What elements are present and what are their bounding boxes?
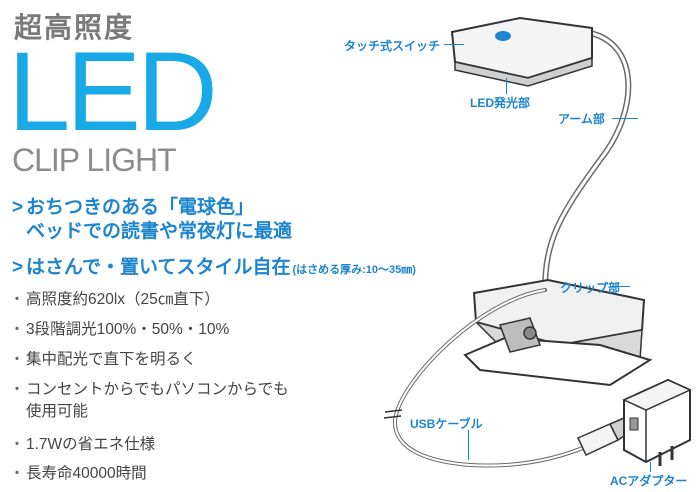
brand-led: LED (8, 29, 218, 154)
feature-item: ・1.7Wの省エネ仕様 (9, 436, 156, 453)
arrow-icon: > (12, 257, 24, 278)
feature-item: ・高照度約620lx（25㎝直下） (9, 291, 220, 308)
feature-item-continued: 使用可能 (26, 403, 89, 420)
touch-button-icon (495, 31, 511, 41)
feature-item: ・長寿命40000時間 (9, 465, 147, 482)
clip-body (463, 278, 653, 387)
headline-1: >おちつきのある「電球色」 ベッドでの読書や常夜灯に最適 (12, 196, 292, 244)
headline-1b: ベッドでの読書や常夜灯に最適 (26, 221, 293, 242)
headline-2: >はさんで・置いてスタイル自在(はさめる厚み:10〜35㎜) (12, 256, 416, 282)
product-name: CLIP LIGHT (12, 142, 177, 178)
label-led-emitter: LED発光部 (470, 96, 531, 110)
headline-2-note: (はさめる厚み:10〜35㎜) (292, 264, 416, 276)
feature-item: ・コンセントからでもパソコンからでも (9, 381, 289, 398)
label-clip: クリップ部 (560, 281, 621, 295)
kicker-title: 超高照度 (14, 11, 135, 44)
arrow-icon: > (12, 197, 24, 218)
cable-break-mark (383, 409, 403, 419)
headline-1a: おちつきのある「電球色」 (26, 197, 255, 218)
usb-port-icon (629, 417, 639, 431)
feature-item: ・集中配光で直下を明るく (9, 351, 197, 368)
label-ac-adapter: ACアダプター (610, 474, 688, 488)
led-head (450, 16, 593, 87)
label-arm: アーム部 (558, 112, 605, 126)
ac-adapter (622, 378, 692, 466)
feature-item: ・3段階調光100%・50%・10% (9, 321, 230, 338)
usb-plug (576, 417, 631, 456)
headline-2-text: はさんで・置いてスタイル自在 (26, 257, 291, 278)
label-usb-cable: USBケーブル (410, 417, 483, 431)
label-touch-switch: タッチ式スイッチ (344, 39, 441, 53)
